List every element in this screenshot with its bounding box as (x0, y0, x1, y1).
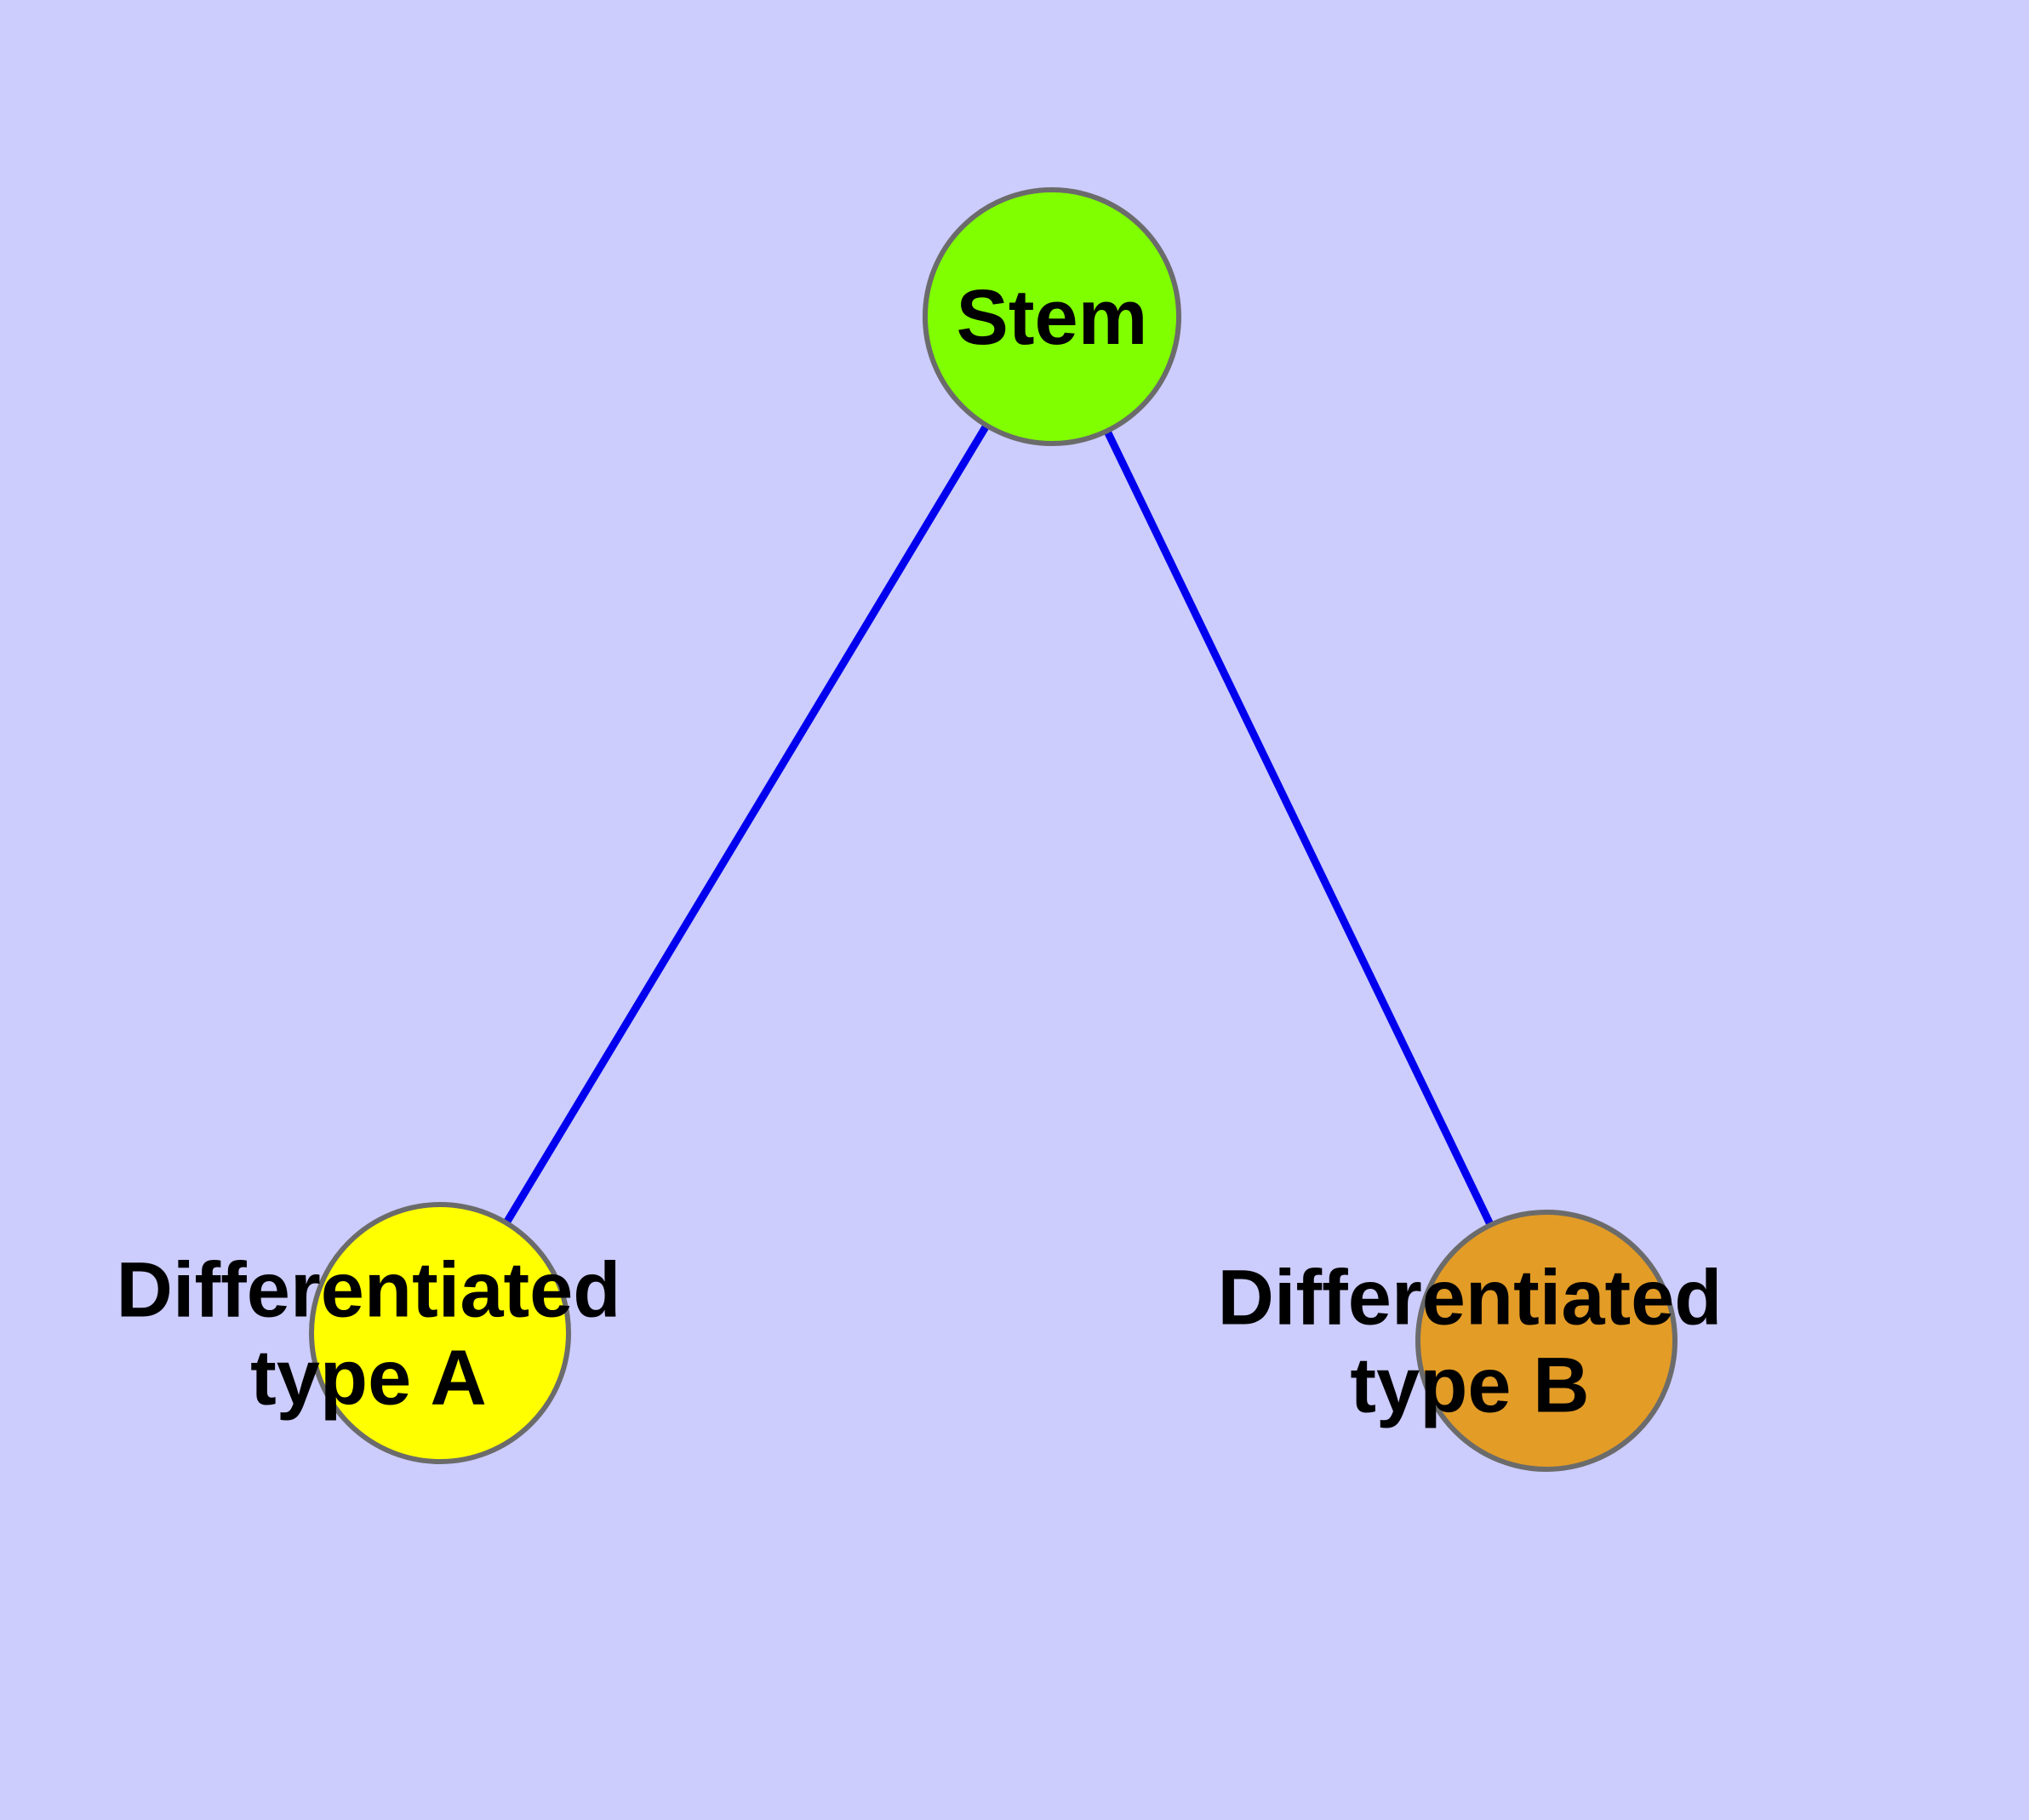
edge-stem-diff-b[interactable] (1048, 315, 1551, 1342)
edges-layer (437, 314, 1551, 1342)
node-label-stem: Stem (957, 274, 1148, 361)
node-diff_a[interactable] (309, 1202, 571, 1464)
edge-stem-diff-a[interactable] (437, 314, 1055, 1336)
node-label-line: Differentiated (117, 1247, 621, 1334)
node-label-line: type B (1350, 1342, 1589, 1429)
node-label-line: type A (250, 1335, 487, 1422)
node-label-line: Stem (957, 274, 1148, 361)
node-diff_b[interactable] (1415, 1210, 1677, 1472)
node-label-line: Differentiated (1218, 1255, 1723, 1342)
nodes-layer (309, 187, 1677, 1472)
node-stem[interactable] (923, 187, 1181, 446)
